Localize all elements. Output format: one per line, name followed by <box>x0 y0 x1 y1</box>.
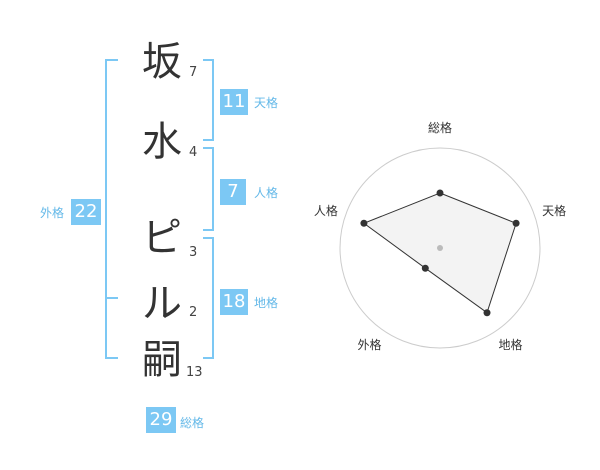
tenkaku-label: 天格 <box>254 96 279 110</box>
radar-axis-label-3: 地格 <box>498 337 522 352</box>
name-char-4: ル <box>142 281 182 327</box>
gaikaku-value: 22 <box>71 199 101 225</box>
radar-point-5 <box>360 219 368 227</box>
radar-point-1 <box>436 189 444 197</box>
soukaku-value: 29 <box>146 407 176 433</box>
chikaku-label: 地格 <box>254 296 279 310</box>
soukaku-label: 総格 <box>180 416 205 430</box>
radar-point-2 <box>512 219 520 227</box>
radar-polygon <box>362 192 517 314</box>
jinkaku-label: 人格 <box>254 186 279 200</box>
radar-points <box>360 189 520 317</box>
radar-center-dot <box>437 245 443 251</box>
stroke-count-1: 7 <box>189 65 198 80</box>
jinkaku-bracket <box>203 147 214 231</box>
radar-axis-label-1: 総格 <box>428 120 452 135</box>
stroke-count-4: 2 <box>189 305 198 320</box>
name-char-2: 水 <box>142 119 182 165</box>
radar-point-4 <box>421 264 429 272</box>
jinkaku-value: 7 <box>220 179 246 205</box>
chikaku-bracket <box>203 237 214 359</box>
stroke-count-2: 4 <box>189 145 198 160</box>
gaikaku-label: 外格 <box>40 206 65 220</box>
name-char-3: ピ <box>142 215 182 261</box>
radar-axis-label-4: 外格 <box>357 337 381 352</box>
tenkaku-value: 11 <box>220 89 248 115</box>
radar-axis-label-2: 天格 <box>542 203 566 218</box>
name-char-1: 坂 <box>142 39 182 85</box>
gaikaku-bracket <box>105 59 118 359</box>
chikaku-value: 18 <box>220 289 248 315</box>
radar-axis-label-5: 人格 <box>314 203 338 218</box>
tenkaku-bracket <box>203 59 214 141</box>
stroke-count-3: 3 <box>189 245 198 260</box>
name-char-5: 嗣 <box>142 337 182 383</box>
radar-point-3 <box>483 309 491 317</box>
stroke-count-5: 13 <box>186 365 203 380</box>
